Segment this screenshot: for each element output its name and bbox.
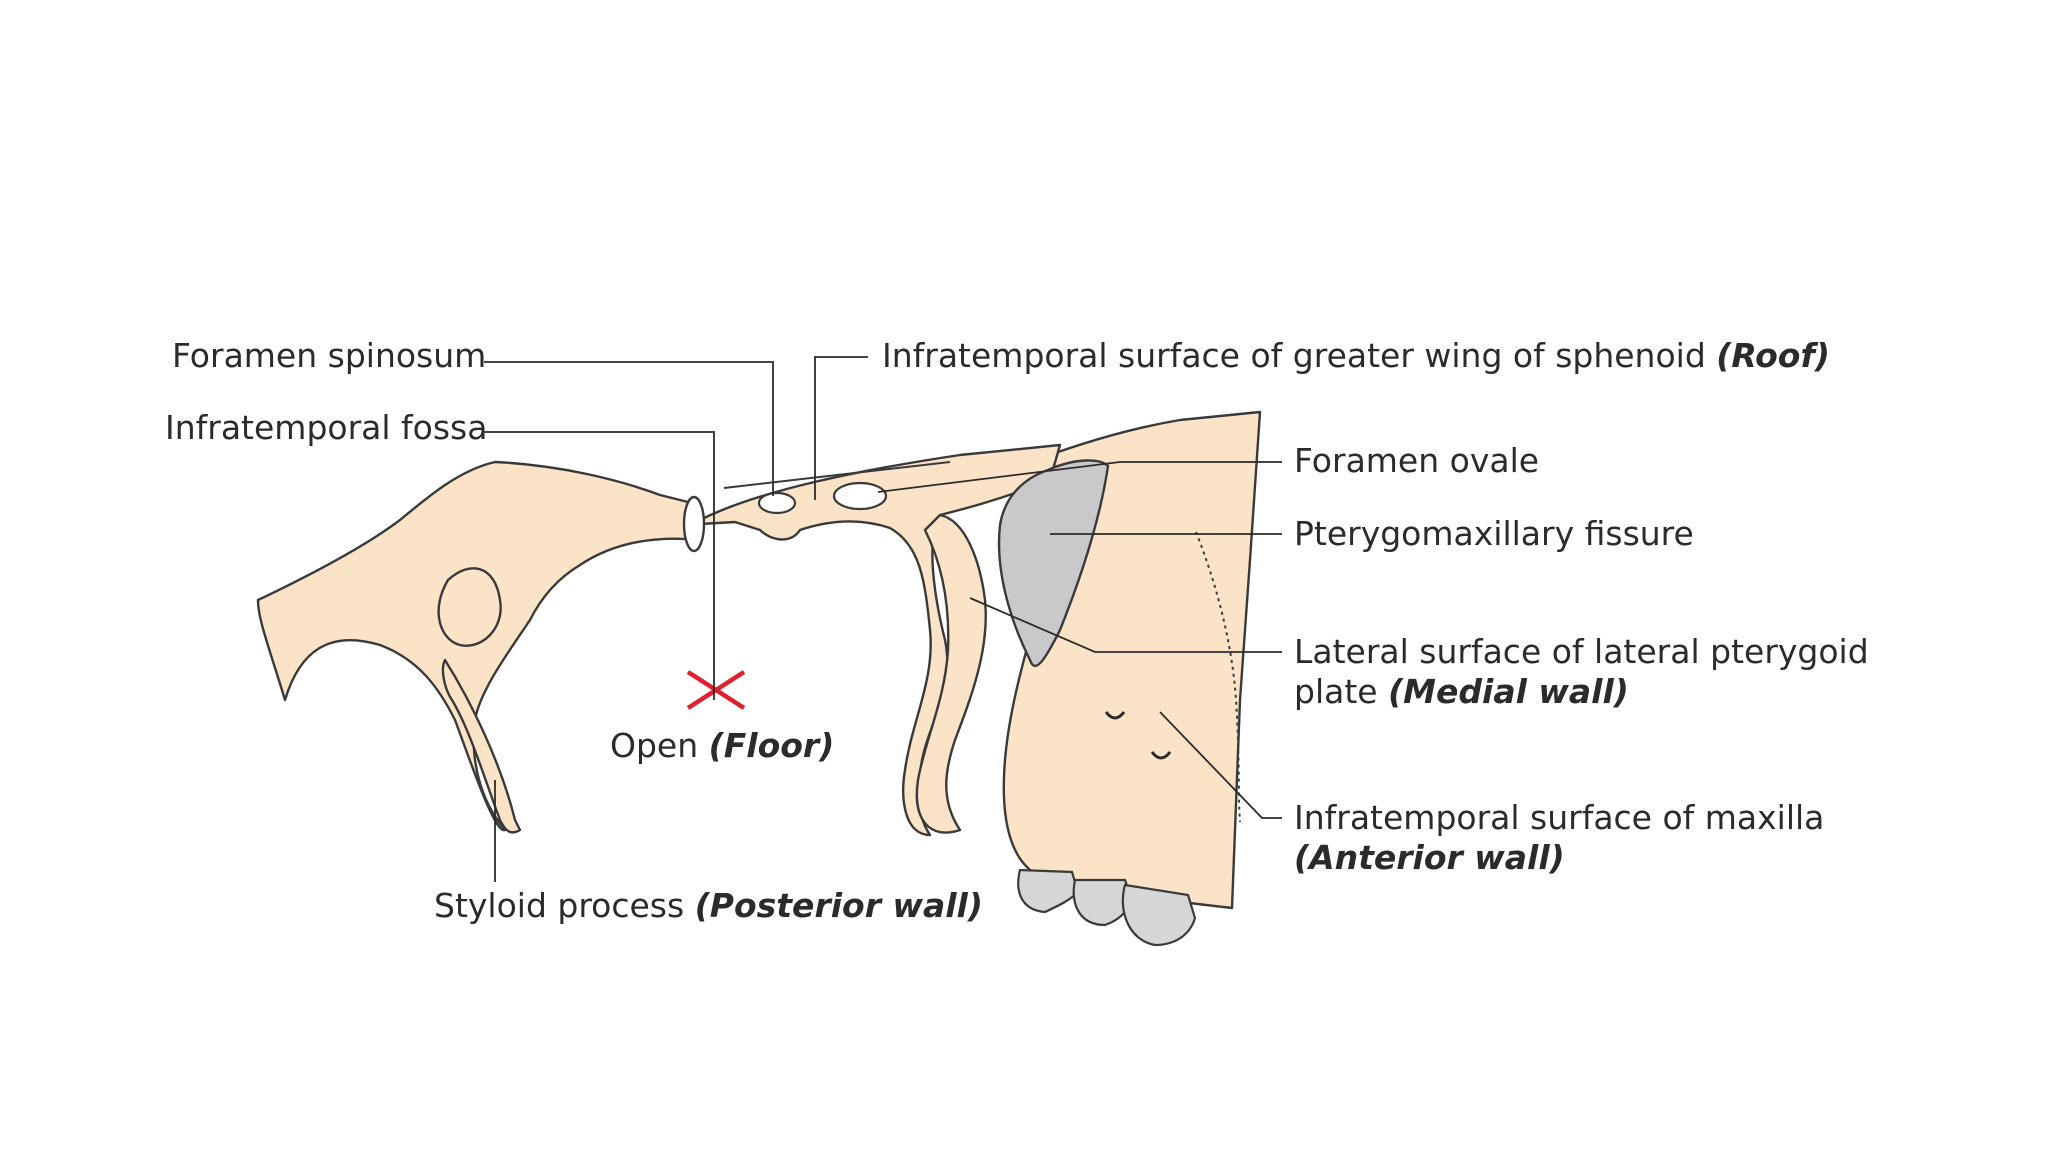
label-medial-wall-em: (Medial wall) (1388, 672, 1629, 711)
foramen-ovale-hole (834, 483, 886, 509)
label-roof-text: Infratemporal surface of greater wing of… (882, 336, 1706, 375)
label-medial-wall-text: plate (1294, 672, 1378, 711)
condyle (439, 568, 501, 645)
label-open-floor-text: Open (610, 726, 698, 765)
label-posterior-wall-text: Styloid process (434, 886, 684, 925)
label-infratemporal-fossa: Infratemporal fossa (165, 408, 487, 448)
label-roof: Infratemporal surface of greater wing of… (882, 336, 1830, 376)
label-medial-wall: Lateral surface of lateral pterygoid pla… (1294, 632, 1869, 711)
label-medial-wall-line1: Lateral surface of lateral pterygoid (1294, 632, 1869, 672)
label-foramen-ovale: Foramen ovale (1294, 441, 1539, 481)
label-anterior-wall-em: (Anterior wall) (1294, 838, 1824, 878)
label-anterior-wall-text: Infratemporal surface of maxilla (1294, 798, 1824, 838)
label-roof-em: (Roof) (1716, 336, 1830, 375)
meatus-opening (684, 497, 704, 551)
label-pterygomaxillary-fissure: Pterygomaxillary fissure (1294, 514, 1694, 554)
foramen-spinosum-hole (759, 493, 795, 513)
label-open-floor-em: (Floor) (709, 726, 835, 765)
label-posterior-wall-em: (Posterior wall) (695, 886, 983, 925)
label-posterior-wall: Styloid process (Posterior wall) (434, 886, 983, 926)
temporal-bone-posterior (258, 462, 700, 830)
label-foramen-spinosum: Foramen spinosum (172, 336, 486, 376)
open-floor-cross-icon (688, 672, 744, 708)
label-anterior-wall: Infratemporal surface of maxilla (Anteri… (1294, 798, 1824, 877)
label-open-floor: Open (Floor) (610, 726, 834, 766)
label-medial-wall-line2: plate (Medial wall) (1294, 672, 1869, 712)
